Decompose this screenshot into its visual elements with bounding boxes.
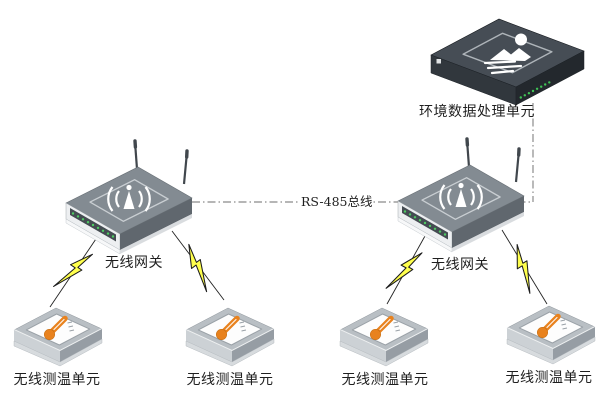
temp-unit-label-3: 无线测温单元 bbox=[341, 372, 429, 388]
temp-unit-label-4: 无线测温单元 bbox=[505, 370, 593, 386]
temp-unit-label-1: 无线测温单元 bbox=[13, 372, 101, 388]
server-label: 环境数据处理单元 bbox=[419, 104, 535, 120]
image-icon bbox=[483, 33, 531, 75]
status-leds bbox=[519, 81, 551, 99]
gateway-label-1: 无线网关 bbox=[105, 255, 163, 271]
power-led bbox=[436, 59, 441, 64]
temp-unit-device-1 bbox=[8, 302, 108, 376]
gateway-device-1 bbox=[60, 136, 200, 258]
rs485-bus-label: RS-485总线 bbox=[300, 194, 373, 209]
temp-unit-device-2 bbox=[180, 302, 280, 376]
temp-unit-label-2: 无线测温单元 bbox=[186, 372, 274, 388]
temp-unit-device-3 bbox=[334, 302, 434, 376]
temp-unit-device-4 bbox=[501, 300, 600, 374]
gateway-label-2: 无线网关 bbox=[431, 257, 489, 273]
gateway-device-2 bbox=[392, 134, 532, 256]
server-device bbox=[430, 18, 585, 106]
